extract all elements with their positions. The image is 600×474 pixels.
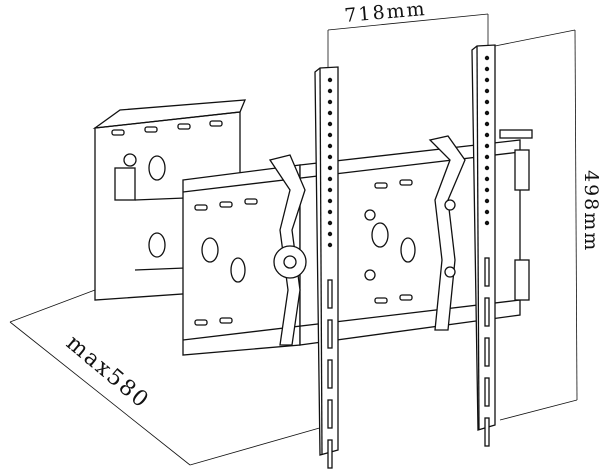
mounting-hole [484,154,490,160]
rail-slot [327,319,333,349]
mounting-hole [484,176,490,182]
mounting-hole [484,209,490,215]
mounting-hole [327,77,333,83]
mounting-hole [484,121,490,127]
mounting-hole [327,132,333,138]
tilt-bracket-right [428,135,466,331]
width-dimension-label: 718mm [344,0,428,27]
mounting-hole [484,165,490,171]
mounting-hole [327,88,333,94]
mounting-hole [327,110,333,116]
mounting-hole [484,66,490,72]
arm-plate [182,129,533,356]
rail-slot [327,399,333,429]
mounting-hole [327,99,333,105]
rail-slot [484,377,490,407]
tilt-bracket-left [268,154,307,346]
mounting-hole [327,198,333,204]
height-dimension-lines [494,29,578,421]
mounting-hole [484,110,490,116]
mounting-hole [327,165,333,171]
mounting-hole [484,220,490,226]
mounting-hole [484,198,490,204]
vertical-rail-right [471,44,496,447]
rail-slot [484,297,490,327]
rail-slot [327,279,333,309]
mounting-hole [484,77,490,83]
mounting-hole [327,220,333,226]
mounting-hole [484,88,490,94]
mounting-hole [327,187,333,193]
rail-slot [327,359,333,389]
mounting-hole [484,99,490,105]
mounting-hole [327,143,333,149]
mounting-hole [327,209,333,215]
mounting-hole [484,55,490,61]
mounting-hole [484,143,490,149]
height-dimension-label: 498mm [580,170,600,252]
rail-slot [484,257,490,287]
mounting-hole [327,231,333,237]
extension-dimension-label: max580 [61,330,154,414]
mounting-hole [327,154,333,160]
mounting-hole [484,132,490,138]
mounting-hole [484,187,490,193]
vertical-rail-left [314,66,339,469]
mounting-hole [327,176,333,182]
rail-slot [484,337,490,367]
mounting-hole [327,121,333,127]
mounting-hole [327,242,333,248]
rail-slot [327,439,333,469]
rail-slot [484,417,490,447]
extension-dimension-lines [9,289,331,466]
width-dimension-lines [327,13,489,70]
